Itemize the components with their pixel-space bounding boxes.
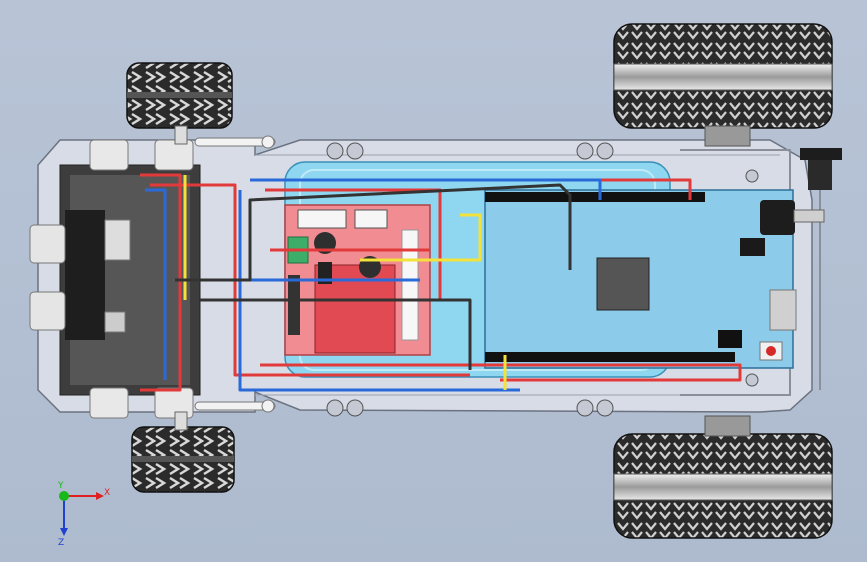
x-axis-arrowhead (96, 492, 104, 500)
wire-harness (140, 173, 742, 392)
front-axle-blocks (89, 139, 194, 419)
power-switch-icon[interactable] (760, 148, 842, 235)
ultrasonic-sensor-icon (29, 210, 131, 340)
z-axis-label: Z (58, 538, 64, 548)
coordinate-triad (59, 491, 104, 536)
steering-links (194, 135, 276, 413)
z-axis-arrowhead (60, 528, 68, 536)
drive-wheel-icon[interactable] (613, 415, 833, 539)
y-axis-label: Y (57, 481, 64, 491)
x-axis-label: X (104, 488, 110, 498)
microcontroller-board-icon (484, 189, 797, 369)
drive-wheel-icon[interactable] (613, 23, 833, 147)
mounting-holes (326, 142, 759, 417)
caster-wheel-icon[interactable] (126, 62, 233, 145)
caster-wheel-icon[interactable] (131, 411, 235, 493)
y-axis-dot (59, 491, 69, 501)
